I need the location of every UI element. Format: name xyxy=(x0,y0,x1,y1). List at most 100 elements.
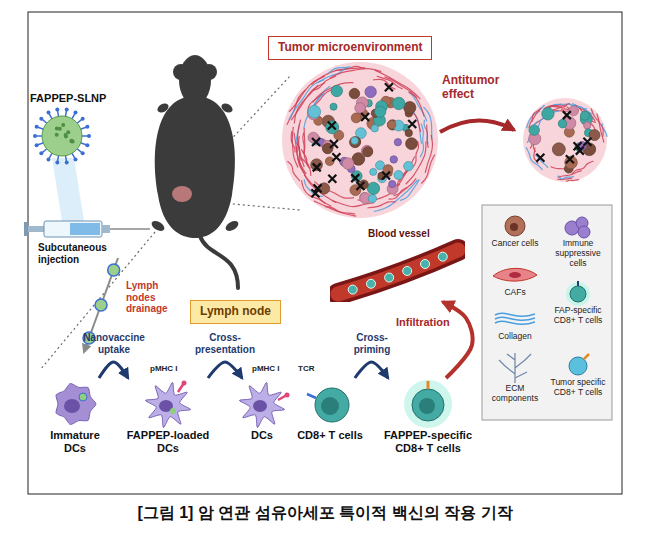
tumor-cells-part xyxy=(390,156,397,163)
dendritic-cell-graphic-part-part xyxy=(285,393,290,398)
flow-arrow xyxy=(443,302,473,378)
killed-cell-marks-part xyxy=(313,163,321,171)
region-label-box: Tumor microenvironment xyxy=(268,36,432,60)
nanoparticle-part xyxy=(65,107,69,111)
legend-icon-part xyxy=(499,353,531,383)
stroma-fibers-part xyxy=(314,201,356,216)
t-cell-graphic-part-part xyxy=(404,380,452,428)
dendritic-cell-graphic-part-part xyxy=(145,382,190,427)
stroma-fibers-part xyxy=(304,93,325,128)
tumor-cells-part xyxy=(342,158,354,170)
drainage-path-part xyxy=(95,299,107,311)
annotation-label: pMHC I xyxy=(252,364,280,373)
stroma-fibers-part xyxy=(330,69,381,78)
killed-cell-marks-part xyxy=(351,174,359,182)
blood-vessel-graphic-part xyxy=(338,250,458,294)
mouse-part xyxy=(200,236,238,288)
nanoparticle-part xyxy=(74,111,78,115)
mouse-part xyxy=(173,64,189,80)
annotation-label: TCR xyxy=(298,364,314,373)
stroma-fibers-part xyxy=(400,179,419,200)
tumor-cells-part xyxy=(350,137,361,148)
legend-icon xyxy=(487,350,543,384)
legend-icon-part xyxy=(495,313,535,316)
tumor-mass xyxy=(282,62,438,218)
tumor-cells-part xyxy=(375,106,386,117)
legend-label: Collagen xyxy=(484,332,546,342)
antitumor-arrow xyxy=(440,120,514,132)
nanoparticle-part xyxy=(55,133,59,137)
dendritic-cell-graphic-part xyxy=(145,381,190,428)
stroma-fibers xyxy=(287,66,435,216)
legend-icon-part xyxy=(505,216,525,236)
dendritic-cell-graphic-part-part xyxy=(170,408,176,414)
legend-icon xyxy=(487,306,543,332)
killed-cell-marks-part xyxy=(574,142,582,150)
legend-icon-part xyxy=(493,268,537,281)
mouse-part xyxy=(201,64,217,80)
legend-icon-part xyxy=(584,354,589,359)
t-cell: FAPPEP-specific CD8+ T cells xyxy=(380,378,476,454)
nanoparticle-part xyxy=(61,123,65,127)
dendritic-cell-graphic-part xyxy=(239,382,289,427)
t-cell: CD8+ T cells xyxy=(297,378,363,442)
legend-label: CAFs xyxy=(484,288,546,298)
stroma-fibers-part xyxy=(427,124,429,147)
legend-icon xyxy=(487,262,543,288)
nanoparticle-part xyxy=(81,151,85,155)
dendritic-cell-graphic-part-part xyxy=(253,400,267,412)
killed-cell-marks-part xyxy=(408,120,416,128)
killed-cell-marks-part xyxy=(328,175,336,183)
tumor-cells-part xyxy=(405,129,412,136)
edge-label: Cross-priming xyxy=(349,332,395,355)
mouse-part xyxy=(150,219,166,233)
syringe-part xyxy=(70,223,100,235)
legend-icon-part xyxy=(495,317,535,320)
t-cell-graphic xyxy=(302,378,358,428)
killed-cell-marks-part xyxy=(385,83,393,91)
t-cell-graphic xyxy=(400,378,456,428)
tumor-cells-part xyxy=(368,194,376,202)
killed-cell-marks xyxy=(311,83,416,197)
blood-vessel-graphic-part xyxy=(403,266,412,275)
stroma-fibers-part xyxy=(421,155,434,184)
tumor-cells-part xyxy=(367,182,379,194)
dendritic-cell-graphic-part-part xyxy=(64,399,80,413)
tumor-cells-part xyxy=(565,156,578,169)
blood-vessel: Blood vessel xyxy=(330,228,465,302)
legend-icon xyxy=(550,352,606,378)
dendritic-cell-graphic-part xyxy=(56,384,96,425)
figure-frame xyxy=(28,12,622,494)
syringe-part xyxy=(28,226,44,232)
legend-icon-part xyxy=(570,286,586,302)
tumor-cells-part xyxy=(404,102,416,114)
legend-icon xyxy=(487,213,543,239)
blood-vessel-graphic-part xyxy=(438,252,447,261)
tumor-cells-part xyxy=(349,88,359,98)
dendritic-cell-graphic-part-part xyxy=(79,393,87,401)
legend-icon xyxy=(550,213,606,239)
killed-cell-marks-part xyxy=(330,140,338,148)
mouse-part xyxy=(155,96,235,238)
syringe-part xyxy=(110,228,150,230)
tumor-cells-part xyxy=(351,137,358,144)
blood-vessel-graphic-part xyxy=(348,285,357,294)
node-label: Lymph node xyxy=(200,304,271,320)
nanoparticle-part xyxy=(55,161,59,165)
t-cell-graphic-part xyxy=(404,380,452,428)
t-cell-graphic-part-part xyxy=(412,389,444,421)
syringe-part xyxy=(44,221,102,237)
legend-label: Tumor specific CD8+ T cells xyxy=(547,378,609,398)
nanoparticle-part xyxy=(85,143,89,147)
mouse-part xyxy=(156,102,170,115)
stroma-fibers-part xyxy=(291,83,325,120)
t-cell-graphic-part-part xyxy=(427,381,430,389)
node-label: Blood vessel xyxy=(368,228,465,240)
node-label: FAPPEP-specific CD8+ T cells xyxy=(380,429,476,454)
mouse-part xyxy=(179,55,211,105)
killed-cell-marks-part xyxy=(356,182,364,190)
nanoparticle-part xyxy=(39,117,43,121)
killed-cell-marks-part xyxy=(382,171,390,179)
